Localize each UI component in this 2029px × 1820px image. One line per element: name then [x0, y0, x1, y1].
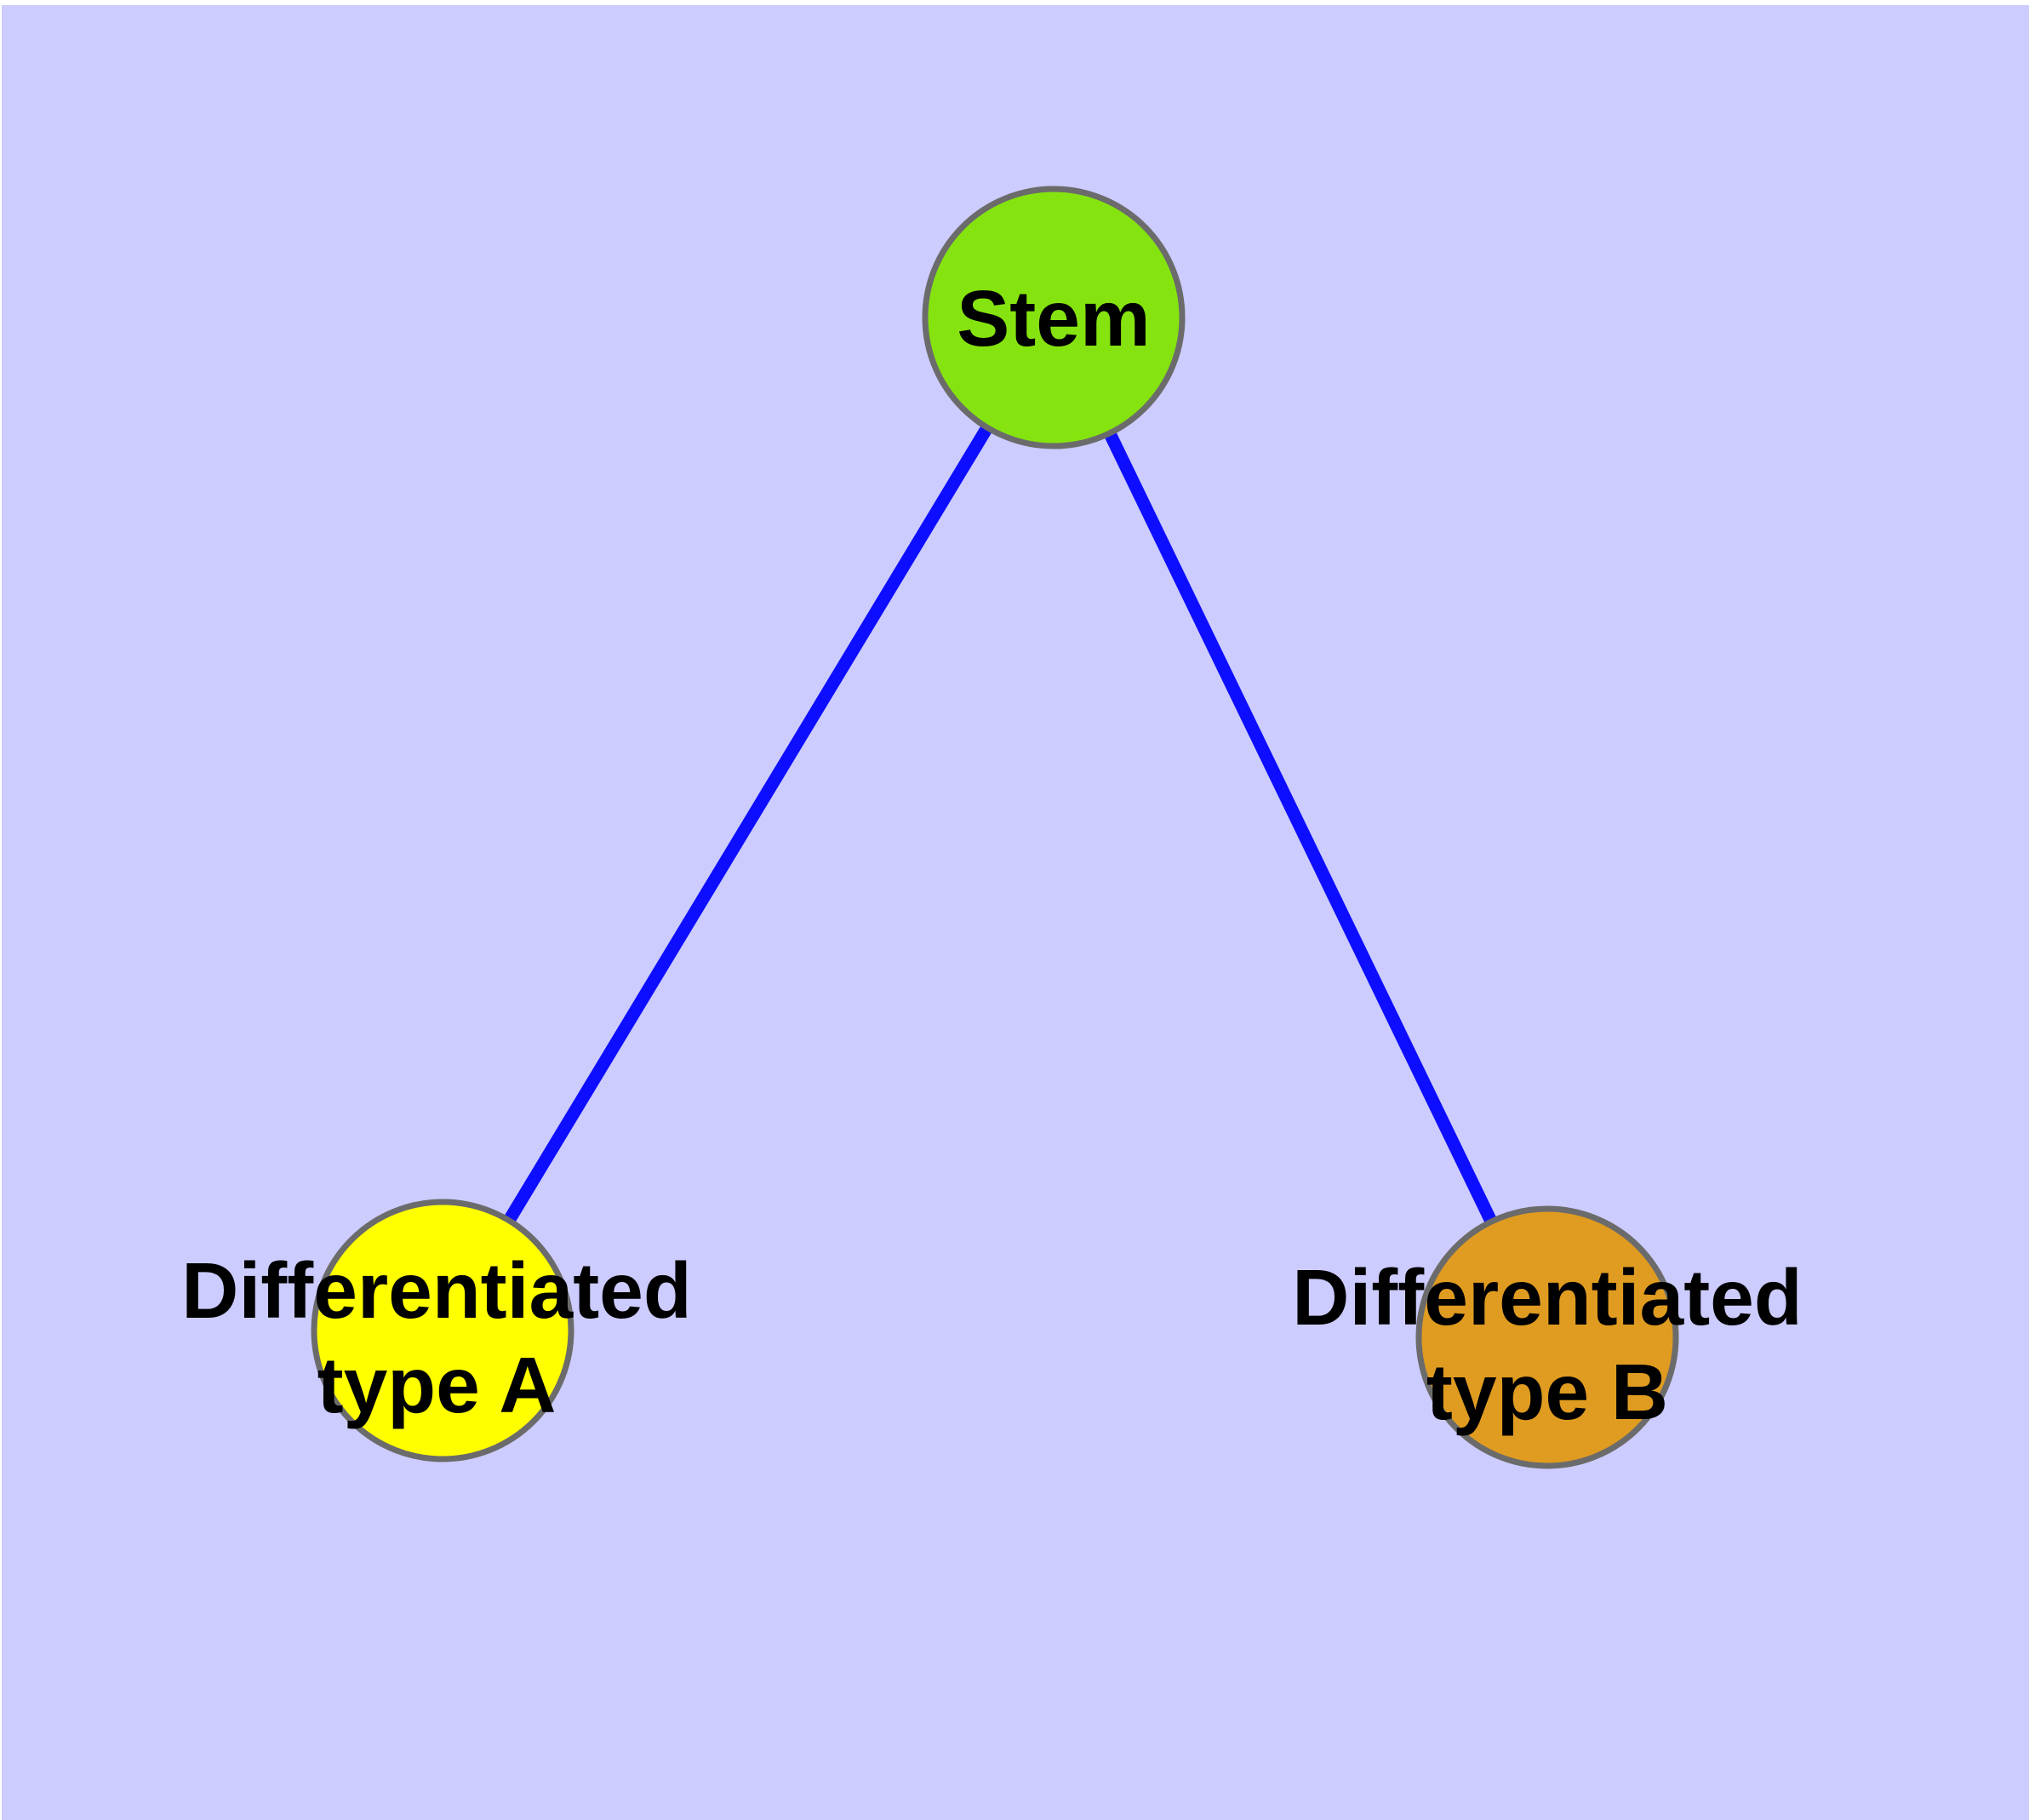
node-type-a-label-line1: Differentiated — [181, 1246, 691, 1335]
node-stem — [922, 186, 1186, 449]
node-type-a-label-line2: type A — [317, 1341, 557, 1429]
edge-stem-to-type-a — [437, 314, 1060, 1334]
node-differentiated-type-a — [311, 1199, 574, 1462]
node-differentiated-type-b — [1415, 1205, 1679, 1469]
node-stem-label: Stem — [957, 274, 1150, 363]
edge-stem-to-type-b — [1048, 314, 1553, 1341]
node-type-b-label-line1: Differentiated — [1292, 1253, 1802, 1342]
node-type-b-label-line2: type B — [1426, 1348, 1668, 1436]
